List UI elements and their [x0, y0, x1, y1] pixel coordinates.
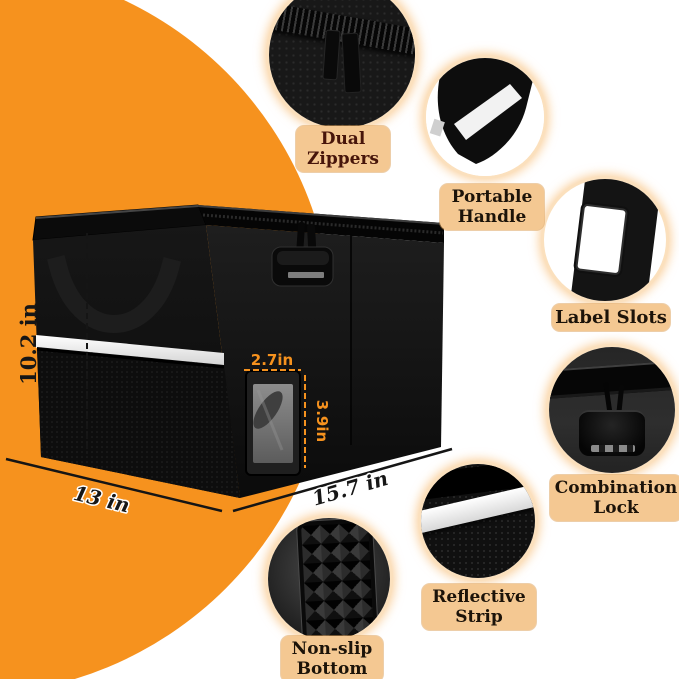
feature-label-label-slots: Label Slots: [552, 304, 670, 332]
height-dimension: 10.2 in: [16, 303, 41, 385]
feature-label-line: Zippers: [307, 149, 379, 170]
feature-label-line: Lock: [593, 498, 639, 519]
callout-circle-dual-zippers: [269, 0, 415, 128]
depth-dimension-line: [5, 457, 223, 513]
combination-lock-face: [277, 251, 329, 265]
feature-label-line: Dual: [320, 129, 366, 149]
feature-label-line: Non-slip: [291, 639, 373, 659]
lid-highlight-front: [197, 205, 445, 225]
lid-highlight-left: [35, 205, 199, 219]
reflective-strip-left-face: [36, 335, 224, 366]
combination-lock-dials: [288, 272, 324, 278]
label-window-reflection: [253, 391, 283, 429]
mesh-pocket-texture: [37, 347, 240, 498]
box-lid-front-edge: [198, 205, 444, 243]
callout-circle-reflective-strip: [421, 464, 535, 578]
callout-circle-portable-handle: [426, 58, 544, 176]
callout-circle-label-slots: [544, 179, 666, 301]
feature-label-dual-zippers: Dual Zippers: [296, 126, 390, 173]
feature-label-line: Label Slots: [555, 307, 667, 328]
feature-label-line: Reflective: [432, 587, 526, 607]
feature-label-line: Combination: [554, 478, 678, 498]
feature-label-line: Handle: [457, 207, 527, 228]
feature-label-line: Bottom: [296, 659, 368, 679]
feature-label-line: Portable: [451, 187, 533, 207]
feature-label-non-slip-bottom: Non-slip Bottom: [281, 636, 383, 679]
window-width-dimension: 2.7in: [251, 351, 293, 369]
handle-photo: [429, 58, 539, 164]
lid-zipper-stitch: [202, 213, 444, 235]
lock-photo-dials: [590, 445, 635, 453]
width-dimension-line: [232, 447, 453, 513]
feature-label-portable-handle: Portable Handle: [440, 184, 544, 231]
carry-handle-strap: [47, 255, 182, 333]
window-height-dimension: 3.9in: [313, 400, 331, 442]
callout-circle-combination-lock: [549, 347, 675, 473]
label-window-streak: [256, 389, 284, 451]
label-slot-window: [576, 205, 626, 274]
mesh-pocket-binding: [36, 347, 225, 369]
feature-label-line: Strip: [455, 607, 503, 628]
feature-label-combination-lock: Combination Lock: [550, 475, 679, 522]
non-slip-pad-photo: [296, 518, 379, 640]
feature-label-reflective-strip: Reflective Strip: [422, 584, 536, 631]
callout-circle-non-slip-bottom: [268, 518, 390, 640]
